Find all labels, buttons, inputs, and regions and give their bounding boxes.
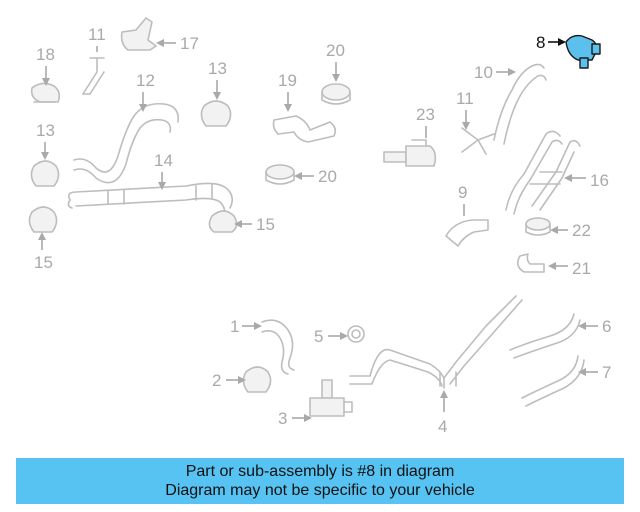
callout-13-right: 13	[208, 59, 227, 78]
callout-7: 7	[602, 363, 611, 382]
part-7[interactable]	[521, 355, 585, 407]
part-19[interactable]	[272, 115, 337, 143]
part-1[interactable]	[261, 319, 295, 375]
callout-21: 21	[572, 259, 591, 278]
callout-10: 10	[474, 63, 493, 82]
part-20-top[interactable]	[321, 83, 351, 105]
part-15-left[interactable]	[28, 206, 58, 233]
part-15-right[interactable]	[208, 210, 238, 233]
part-11-right[interactable]	[461, 127, 495, 155]
part-5[interactable]	[347, 325, 365, 343]
callout-17: 17	[180, 34, 199, 53]
callout-14: 14	[154, 151, 173, 170]
callout-15-right: 15	[256, 215, 275, 234]
callout-3: 3	[278, 409, 287, 428]
part-21[interactable]	[516, 253, 545, 273]
part-6[interactable]	[509, 313, 581, 359]
part-13-right[interactable]	[200, 100, 232, 127]
callout-4: 4	[438, 417, 447, 436]
part-22[interactable]	[525, 217, 551, 236]
callout-15-left: 15	[34, 253, 53, 272]
callout-22: 22	[572, 221, 591, 240]
info-banner: Part or sub-assembly is #8 in diagram Di…	[16, 458, 624, 504]
part-23[interactable]	[383, 139, 437, 167]
part-8-highlighted[interactable]	[565, 34, 601, 69]
callout-8: 8	[536, 33, 545, 52]
part-18[interactable]	[30, 82, 61, 103]
callout-23: 23	[416, 105, 435, 124]
banner-line-2: Diagram may not be specific to your vehi…	[165, 482, 475, 499]
callout-9: 9	[458, 183, 467, 202]
part-11-left[interactable]	[82, 57, 105, 95]
callout-13-left: 13	[36, 121, 55, 140]
part-20-mid[interactable]	[265, 164, 295, 185]
part-2[interactable]	[242, 366, 272, 393]
callout-19: 19	[278, 71, 297, 90]
callout-16: 16	[590, 171, 609, 190]
callout-1: 1	[230, 317, 239, 336]
part-13-left[interactable]	[30, 160, 60, 187]
callout-20-mid: 20	[318, 167, 337, 186]
part-10[interactable]	[493, 63, 547, 145]
part-16[interactable]	[505, 130, 581, 215]
callout-2: 2	[212, 371, 221, 390]
part-9[interactable]	[445, 219, 489, 247]
callout-11-right: 11	[456, 89, 474, 108]
part-3[interactable]	[309, 379, 353, 417]
callout-11-left: 11	[88, 25, 106, 44]
callout-5: 5	[314, 327, 323, 346]
callout-20-top: 20	[326, 41, 345, 60]
part-4[interactable]	[349, 295, 523, 389]
callout-18: 18	[36, 45, 55, 64]
part-12[interactable]	[73, 102, 180, 184]
callout-12: 12	[136, 71, 155, 90]
banner-line-1: Part or sub-assembly is #8 in diagram	[185, 463, 455, 480]
callout-6: 6	[602, 317, 611, 336]
part-17[interactable]	[120, 17, 157, 51]
part-14[interactable]	[67, 182, 234, 215]
